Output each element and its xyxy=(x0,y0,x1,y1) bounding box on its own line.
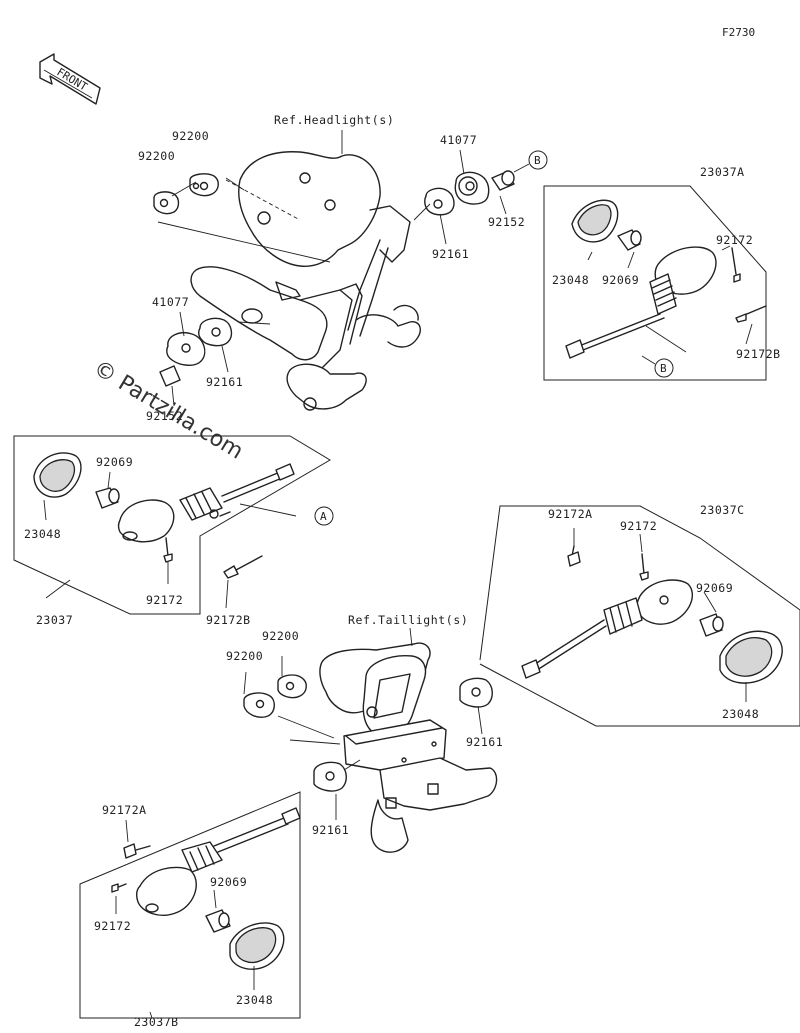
label-92069-r: 92069 xyxy=(696,581,733,595)
label-92069-l: 92069 xyxy=(96,455,133,469)
damper-92161-right xyxy=(459,677,493,708)
label-23048-b: 23048 xyxy=(236,993,273,1007)
label-92161-left: 92161 xyxy=(206,375,243,389)
collar-92152-top xyxy=(491,170,515,191)
label-23048-tr: 23048 xyxy=(552,273,589,287)
marker-b-right-label: B xyxy=(660,362,667,375)
label-92200-a: 92200 xyxy=(172,129,209,143)
label-92069-b: 92069 xyxy=(210,875,247,889)
label-92172B-l: 92172B xyxy=(206,613,251,627)
label-92200-b: 92200 xyxy=(138,149,175,163)
damper-92161-left xyxy=(197,317,233,347)
front-arrow-icon: FRONT xyxy=(39,53,101,105)
label-41077-left: 41077 xyxy=(152,295,189,309)
label-92200-c: 92200 xyxy=(262,629,299,643)
grommet-41077-left xyxy=(166,332,206,366)
turn-signal-23037 xyxy=(13,435,331,615)
taillight-bracket xyxy=(319,642,498,853)
label-92172B-tr: 92172B xyxy=(736,347,781,361)
label-92161-top: 92161 xyxy=(432,247,469,261)
ref-headlight: Ref.Headlight(s) xyxy=(274,113,394,127)
label-92152-top: 92152 xyxy=(488,215,525,229)
label-23048-l: 23048 xyxy=(24,527,61,541)
label-92172-b: 92172 xyxy=(94,919,131,933)
damper-92161-top xyxy=(424,187,455,216)
label-92161-r: 92161 xyxy=(466,735,503,749)
spacer-92200-c xyxy=(243,692,275,718)
damper-92161-bottom xyxy=(313,761,347,792)
group-box-23037B xyxy=(79,791,301,1019)
turn-signal-23037B xyxy=(79,791,301,1019)
grommet-41077-top xyxy=(454,171,490,205)
ref-taillight: Ref.Taillight(s) xyxy=(348,613,468,627)
group-box-23037A xyxy=(543,185,767,381)
turn-signal-23037C xyxy=(479,505,800,727)
marker-a-label: A xyxy=(320,510,327,523)
label-92172-r: 92172 xyxy=(620,519,657,533)
group-box-23037 xyxy=(13,435,331,615)
figure-code: F2730 xyxy=(722,26,755,39)
label-92172-l: 92172 xyxy=(146,593,183,607)
spacer-92200-d xyxy=(277,674,307,699)
label-92069-tr: 92069 xyxy=(602,273,639,287)
label-23037: 23037 xyxy=(36,613,73,627)
headlight-bracket xyxy=(190,151,421,411)
collar-92152-left xyxy=(159,365,181,387)
marker-b-right xyxy=(654,358,674,378)
group-box-23037C xyxy=(479,505,800,727)
label-23037C: 23037C xyxy=(700,503,745,517)
label-92200-d: 92200 xyxy=(226,649,263,663)
label-92172A-r: 92172A xyxy=(548,507,593,521)
label-92172A-b: 92172A xyxy=(102,803,147,817)
spacer-92200-b xyxy=(189,173,219,197)
label-92172-tr: 92172 xyxy=(716,233,753,247)
marker-a xyxy=(314,506,334,526)
label-41077-top: 41077 xyxy=(440,133,477,147)
marker-b-top-label: B xyxy=(534,154,541,167)
spacer-92200-a xyxy=(153,191,180,215)
label-23037A: 23037A xyxy=(700,165,745,179)
marker-b-top xyxy=(528,150,548,170)
label-92161-b: 92161 xyxy=(312,823,349,837)
label-23048-r: 23048 xyxy=(722,707,759,721)
turn-signal-23037A xyxy=(543,185,767,381)
label-23037B: 23037B xyxy=(134,1015,179,1029)
label-92152-left: 92152 xyxy=(146,409,183,423)
